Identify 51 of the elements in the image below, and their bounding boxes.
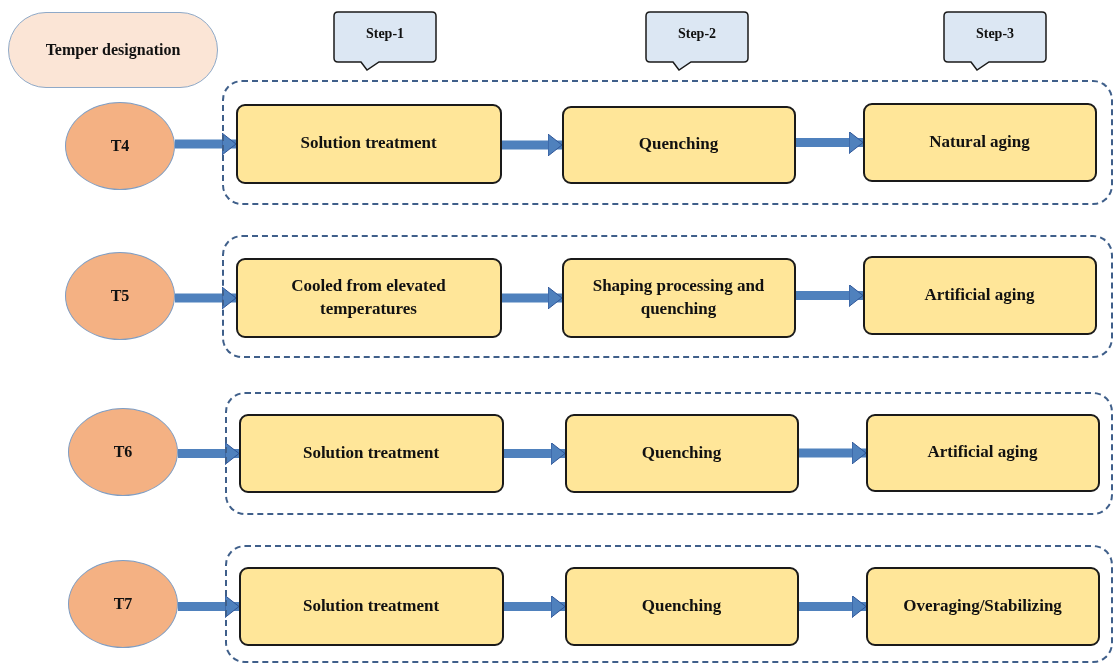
step-text: Artificial aging bbox=[926, 441, 1039, 464]
process-box bbox=[561, 105, 796, 184]
dashed-frame bbox=[225, 392, 1113, 515]
step-text: Quenching bbox=[637, 133, 720, 156]
process-box bbox=[235, 103, 502, 184]
process-box bbox=[862, 255, 1097, 335]
process-box bbox=[865, 566, 1100, 646]
arrow bbox=[502, 286, 563, 310]
arrow bbox=[799, 595, 867, 618]
step-text: Shaping processing and quenching bbox=[591, 274, 766, 320]
temper-label: T6 bbox=[112, 442, 134, 463]
header-label: Temper designation bbox=[44, 40, 182, 61]
step-text: Artificial aging bbox=[923, 283, 1036, 306]
step-text: Solution treatment bbox=[301, 594, 441, 617]
dashed-frame bbox=[225, 545, 1113, 663]
step-text: Overaging/Stabilizing bbox=[902, 594, 1063, 617]
step-text: Quenching bbox=[640, 441, 723, 464]
arrow bbox=[796, 284, 864, 307]
step-text: Solution treatment bbox=[299, 132, 438, 155]
step-label: Step-2 bbox=[676, 25, 718, 43]
arrow bbox=[796, 131, 864, 154]
arrow bbox=[178, 595, 240, 618]
step-text: Solution treatment bbox=[301, 441, 441, 464]
arrow bbox=[502, 133, 563, 157]
step-text: Natural aging bbox=[928, 130, 1031, 153]
arrow bbox=[799, 441, 867, 465]
process-box bbox=[235, 257, 502, 338]
step-callout bbox=[645, 11, 749, 71]
arrow bbox=[504, 595, 566, 618]
process-box bbox=[561, 257, 796, 338]
step-text: Cooled from elevated temperatures bbox=[290, 274, 447, 320]
temper-label: T4 bbox=[109, 136, 131, 157]
arrow bbox=[178, 442, 240, 465]
dashed-frame bbox=[222, 80, 1113, 205]
process-box bbox=[564, 413, 799, 493]
step-label: Step-3 bbox=[974, 25, 1016, 43]
process-box bbox=[238, 413, 504, 493]
arrow bbox=[504, 442, 566, 465]
process-box bbox=[862, 102, 1097, 182]
step-callout bbox=[333, 11, 437, 71]
dashed-frame bbox=[222, 235, 1113, 358]
process-box bbox=[865, 413, 1100, 492]
arrow bbox=[175, 286, 237, 310]
temper-label: T7 bbox=[112, 594, 134, 615]
temper-label: T5 bbox=[109, 286, 131, 307]
arrow bbox=[175, 132, 237, 156]
process-box bbox=[564, 566, 799, 646]
step-callout bbox=[943, 11, 1047, 71]
step-text: Quenching bbox=[640, 594, 723, 617]
process-box bbox=[238, 566, 504, 646]
step-label: Step-1 bbox=[364, 25, 406, 43]
